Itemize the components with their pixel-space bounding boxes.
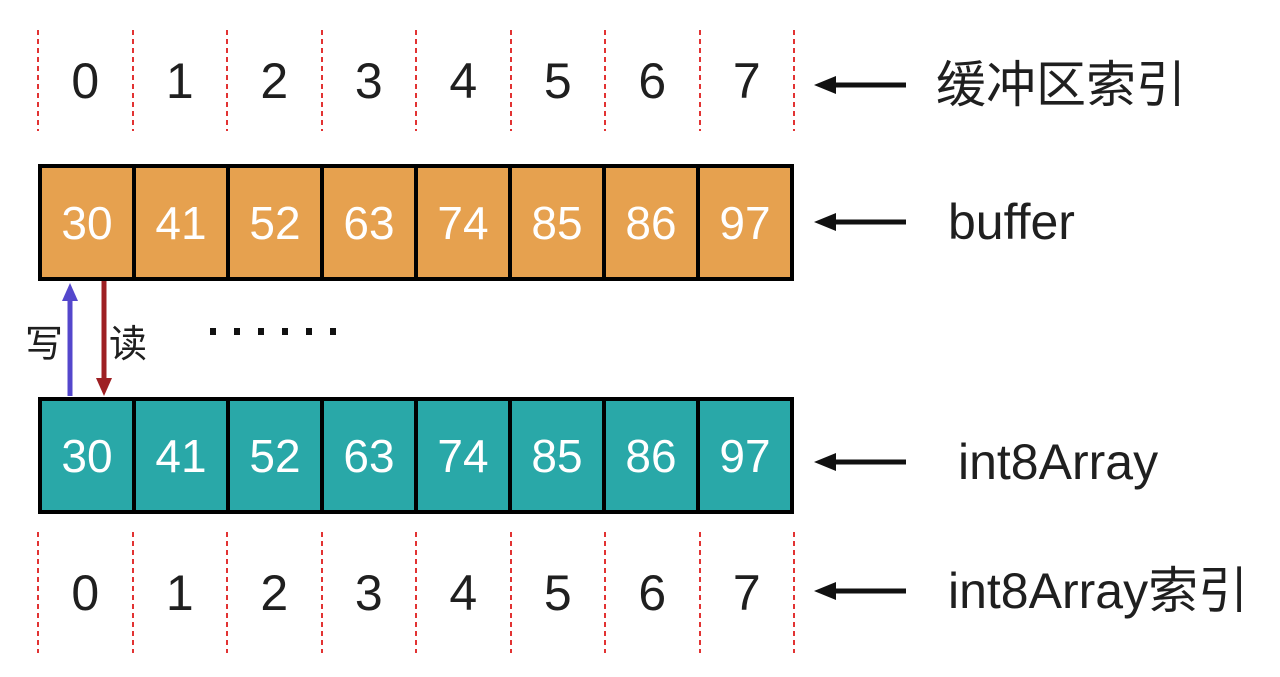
dashed-separator [320, 532, 323, 653]
buffer-index-cells: 0 1 2 3 4 5 6 7 [38, 30, 794, 131]
buffer-cell-3: 63 [320, 168, 414, 277]
int8array-cell-4: 74 [414, 401, 508, 510]
write-label: 写 [25, 324, 64, 366]
dashed-separator [793, 30, 795, 131]
dashed-separator [226, 30, 228, 131]
buffer-index-label: 缓冲区索引 [936, 57, 1186, 113]
dashed-separator [415, 30, 417, 131]
dashed-separator [226, 532, 228, 653]
buffer-index-1: 1 [165, 52, 194, 109]
int8array-cell-3: 63 [320, 401, 414, 510]
int8array-index-2: 2 [260, 564, 289, 621]
buffer-index-band: 0 1 2 3 4 5 6 7 [37, 30, 795, 131]
pointer-arrow-icon [814, 76, 906, 94]
dashed-separator [37, 532, 39, 653]
dashed-separator [415, 532, 417, 653]
buffer-index-6: 6 [638, 52, 667, 109]
int8array-cell-7: 97 [696, 401, 790, 510]
dashed-separator [509, 30, 512, 131]
ellipsis-icon [210, 328, 336, 335]
int8array-index-cells: 0 1 2 3 4 5 6 7 [38, 532, 794, 653]
dashed-separator [509, 532, 512, 653]
buffer-cell-6: 86 [602, 168, 696, 277]
dashed-separator [604, 30, 606, 131]
dashed-separator [698, 30, 701, 131]
int8array-index-band: 0 1 2 3 4 5 6 7 [37, 532, 795, 653]
write-up-arrow-icon [62, 283, 78, 396]
dashed-separator [131, 30, 134, 131]
buffer-index-2: 2 [260, 52, 289, 109]
int8array-cell-5: 85 [508, 401, 602, 510]
buffer-cell-0: 30 [61, 196, 113, 249]
read-label: 读 [109, 324, 148, 366]
int8array-index-3: 3 [354, 564, 383, 621]
dashed-separator [604, 532, 606, 653]
buffer-index-0: 0 [71, 52, 100, 109]
pointer-arrow-icon [814, 213, 906, 231]
dashed-separator [131, 532, 134, 653]
int8array-index-6: 6 [638, 564, 667, 621]
int8array-index-4: 4 [449, 564, 478, 621]
int8array-cell-0: 30 [61, 429, 113, 482]
buffer-cell-7: 97 [696, 168, 790, 277]
int8array-index-5: 5 [543, 564, 572, 621]
int8array-index-7: 7 [732, 564, 761, 621]
dashed-separator [37, 30, 39, 131]
int8array-cell-2: 52 [226, 401, 320, 510]
pointer-arrow-icon [814, 453, 906, 471]
dashed-separator [793, 532, 795, 653]
int8array-row: 30 41 52 63 74 85 86 97 [38, 397, 794, 514]
buffer-index-7: 7 [732, 52, 761, 109]
buffer-cell-1: 41 [132, 168, 226, 277]
buffer-cell-5: 85 [508, 168, 602, 277]
buffer-index-5: 5 [543, 52, 572, 109]
buffer-index-3: 3 [354, 52, 383, 109]
int8array-index-0: 0 [71, 564, 100, 621]
buffer-label: buffer [948, 194, 1075, 250]
int8array-cell-6: 86 [602, 401, 696, 510]
int8array-label: int8Array [958, 434, 1159, 490]
buffer-cell-4: 74 [414, 168, 508, 277]
int8array-index-1: 1 [165, 564, 194, 621]
buffer-cell-2: 52 [226, 168, 320, 277]
read-down-arrow-icon [96, 281, 112, 396]
dashed-separator [698, 532, 701, 653]
buffer-index-4: 4 [449, 52, 478, 109]
int8array-index-label: int8Array索引 [948, 563, 1249, 619]
dashed-separator [320, 30, 323, 131]
int8array-cell-1: 41 [132, 401, 226, 510]
buffer-row: 30 41 52 63 74 85 86 97 [38, 164, 794, 281]
pointer-arrow-icon [814, 582, 906, 600]
